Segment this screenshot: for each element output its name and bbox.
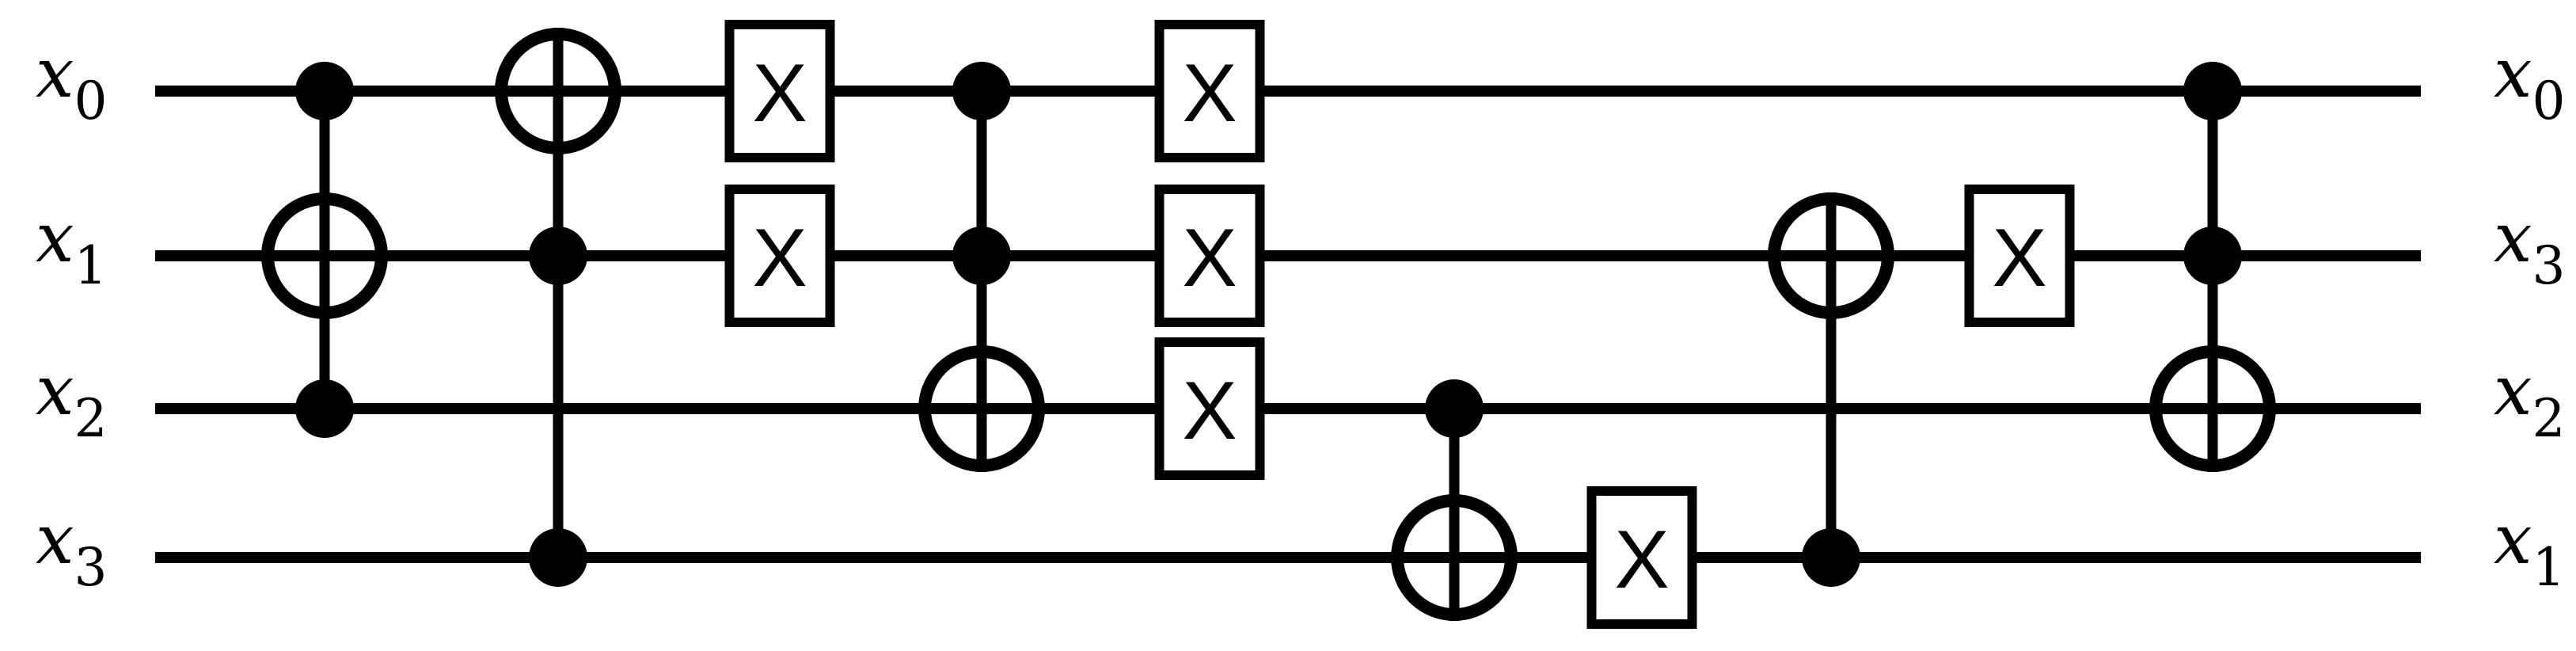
x-gate-box [724, 20, 835, 162]
cnot-target-icon [1768, 192, 1894, 319]
wire-label-left-2: x2 [36, 352, 108, 449]
x-gate: X [1586, 486, 1697, 629]
toffoli-gate [261, 62, 388, 438]
x-gate-label: X [752, 212, 807, 304]
wire-label-left-0: x0 [36, 34, 108, 131]
cnot-gate [1391, 379, 1518, 621]
x-gate-label: X [752, 48, 807, 139]
control-dot-icon [529, 227, 587, 285]
control-dot-icon [1425, 379, 1484, 438]
x-gate-box [1154, 20, 1265, 162]
x-gate: X [724, 185, 835, 327]
x-gate: X [1154, 20, 1265, 162]
cnot-gate [1768, 192, 1894, 587]
control-dot-icon [1802, 528, 1860, 587]
toffoli-gate [495, 28, 621, 587]
x-gate-box [1154, 185, 1265, 327]
x-gate-label: X [1182, 48, 1237, 139]
control-dot-icon [295, 62, 354, 120]
control-dot-icon [529, 528, 587, 587]
wire-label-left-1: x1 [36, 199, 108, 296]
x-gate-box [1154, 337, 1265, 480]
x-gate: X [1964, 185, 2075, 327]
wire-label-right-2: x2 [2494, 352, 2566, 449]
x-gate-box [724, 185, 835, 327]
control-dot-icon [952, 62, 1011, 120]
cnot-target-icon [1391, 494, 1518, 621]
wire-label-right-1: x3 [2494, 199, 2566, 296]
x-gate-box [1964, 185, 2075, 327]
control-dot-icon [295, 379, 354, 438]
cnot-target-icon [261, 192, 388, 319]
control-dot-icon [2183, 62, 2242, 120]
x-gate: X [1154, 185, 1265, 327]
x-gate-label: X [1992, 212, 2046, 304]
cnot-target-icon [2149, 345, 2276, 472]
x-gate: X [724, 20, 835, 162]
control-dot-icon [2183, 227, 2242, 285]
wire-label-left-3: x3 [36, 501, 108, 598]
x-gate: X [1154, 337, 1265, 480]
x-gate-label: X [1182, 212, 1237, 304]
toffoli-gate [2149, 62, 2276, 472]
cnot-target-icon [918, 345, 1045, 472]
wire-label-right-0: x0 [2494, 34, 2566, 131]
cnot-target-icon [495, 28, 621, 154]
toffoli-gate [918, 62, 1045, 472]
control-dot-icon [952, 227, 1011, 285]
x-gate-label: X [1182, 365, 1237, 457]
x-gate-box [1586, 486, 1697, 629]
wire-label-right-3: x1 [2494, 501, 2566, 598]
x-gate-label: X [1614, 514, 1669, 606]
